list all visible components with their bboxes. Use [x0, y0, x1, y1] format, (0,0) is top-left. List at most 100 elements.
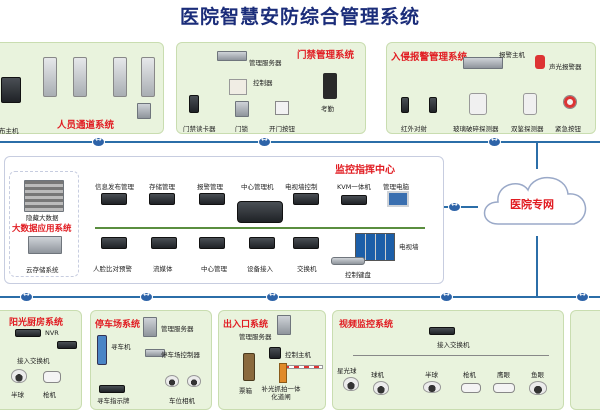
- car-finder-label: 寻车机: [111, 343, 131, 351]
- info-release-server: [101, 193, 127, 205]
- center-switch: [293, 237, 319, 249]
- access-control-panel: 门禁管理系统 管理服务器 控制器 考勤 门禁读卡器 门锁 开门按钮: [176, 42, 366, 134]
- video-surveillance-panel: 视频监控系统 接入交换机 星光球 球机 半球 枪机 鹰眼 鱼眼: [332, 310, 564, 410]
- center-top-label: 电视墙控制: [285, 183, 318, 191]
- alarm-host-icon: [463, 57, 503, 69]
- barrier-gate: [283, 365, 323, 369]
- entrance-exit-panel: 出入口系统 管理服务器 控制主机 票箱 补光抓拍一体化道闸: [218, 310, 326, 410]
- center-top-label: 报警管理: [197, 183, 223, 191]
- connector-icon: [576, 290, 589, 302]
- parking-panel: 停车场系统 管理服务器 寻车机 停车场控制器 寻车指示牌 车位相机: [90, 310, 212, 410]
- guide-sign-label: 寻车指示牌: [97, 397, 130, 405]
- connector-icon: [258, 135, 271, 147]
- gate-server-label: 管理服务器: [239, 333, 272, 341]
- controller-icon: [229, 79, 247, 95]
- personnel-channel-panel: 布主机 人员通道系统: [0, 42, 164, 135]
- intrusion-alarm-panel: 入侵报警管理系统 报警主机 声光报警器 红外对射 玻璃破碎探测器 双鉴探测器 紧…: [386, 42, 596, 134]
- ir-beam-label: 红外对射: [401, 125, 427, 133]
- exit-button-label: 开门按钮: [269, 125, 295, 133]
- attendance-icon: [323, 73, 337, 99]
- emergency-button-icon: [563, 95, 577, 109]
- dual-detector-label: 双鉴探测器: [511, 125, 544, 133]
- siren-icon: [535, 55, 545, 69]
- host-device: [1, 77, 21, 103]
- channel-controller: [137, 103, 151, 119]
- video-bus: [353, 355, 549, 356]
- ticket-box-label: 票箱: [239, 387, 252, 395]
- connector-icon: [440, 290, 453, 302]
- camera-label: 鱼眼: [531, 371, 544, 379]
- camera-label: 半球: [425, 371, 438, 379]
- center-bottom-label: 中心管理: [201, 265, 227, 273]
- ir-beam-icon-2: [429, 97, 437, 113]
- cloud-storage-label: 云存储系统: [26, 266, 59, 274]
- right-edge-panel: [570, 310, 600, 410]
- mgmt-server-icon: [217, 51, 247, 61]
- ptz-camera: [373, 381, 389, 395]
- cloud-icon: [483, 176, 587, 225]
- alarm-host-label: 报警主机: [499, 51, 525, 59]
- page-title: 医院智慧安防综合管理系统: [179, 6, 420, 28]
- cloud-storage-device: [28, 236, 62, 254]
- turnstile-gate-1: [43, 57, 57, 97]
- device-access-server: [249, 237, 275, 249]
- big-data-title: 大数据应用系统: [12, 224, 72, 234]
- camera-label: 球机: [371, 371, 384, 379]
- parking-title: 停车场系统: [95, 320, 141, 330]
- controller-label: 控制器: [253, 79, 273, 87]
- video-surveillance-title: 视频监控系统: [339, 320, 394, 330]
- center-bottom-label: 交换机: [297, 265, 317, 273]
- connector-icon: [140, 290, 153, 302]
- turnstile-gate-3: [113, 57, 127, 97]
- eagle-eye-camera: [493, 383, 515, 393]
- space-camera-label: 车位相机: [169, 397, 195, 405]
- barrier-post: [279, 363, 287, 383]
- center-to-cloud: [444, 206, 478, 208]
- hospital-network-cloud: 医院专网: [476, 166, 596, 238]
- command-center-title: 监控指挥中心: [335, 165, 395, 176]
- bottom-backbone: [0, 296, 600, 298]
- door-lock-label: 门锁: [235, 125, 248, 133]
- bullet-label: 枪机: [43, 391, 56, 399]
- face-compare-server: [101, 237, 127, 249]
- control-keyboard: [331, 257, 365, 265]
- command-center-panel: 监控指挥中心 隐藏大数据 大数据应用系统 云存储系统 信息发布管理 存储管理 报…: [4, 156, 444, 284]
- kvm-device: [341, 195, 367, 205]
- glass-break-icon: [469, 93, 487, 115]
- access-switch-label: 接入交换机: [17, 357, 50, 365]
- attendance-label: 考勤: [321, 105, 334, 113]
- center-top-label: 信息发布管理: [95, 183, 134, 191]
- personnel-channel-title: 人员通道系统: [57, 120, 115, 131]
- sunshine-kitchen-title: 阳光厨房系统: [9, 318, 64, 328]
- big-data-rack: [24, 180, 64, 212]
- barrier-label: 补光抓拍一体化道闸: [261, 385, 301, 401]
- access-switch: [57, 341, 77, 349]
- streaming-server: [151, 237, 177, 249]
- video-switch-label: 接入交换机: [437, 341, 470, 349]
- nvr-label: NVR: [45, 329, 59, 337]
- camera-label: 枪机: [463, 371, 476, 379]
- sunshine-kitchen-panel: 阳光厨房系统 NVR 接入交换机 半球 枪机: [0, 310, 82, 410]
- fisheye-camera: [529, 381, 547, 395]
- turnstile-gate-2: [73, 57, 87, 97]
- dome-camera: [423, 381, 441, 393]
- top-backbone: [0, 141, 600, 143]
- intrusion-alarm-title: 入侵报警管理系统: [391, 52, 468, 63]
- dome-camera: [11, 369, 27, 383]
- entrance-exit-title: 出入口系统: [223, 320, 269, 330]
- host-label: 布主机: [0, 127, 19, 135]
- connector-icon: [448, 200, 461, 212]
- connector-icon: [266, 290, 279, 302]
- ticket-box: [243, 353, 255, 381]
- door-lock-icon: [235, 101, 249, 117]
- big-data-label: 隐藏大数据: [26, 214, 59, 222]
- tv-wall-label: 电视墙: [399, 243, 419, 251]
- dual-detector-icon: [523, 93, 537, 115]
- bullet-camera: [43, 371, 61, 383]
- connector-icon: [20, 290, 33, 302]
- nvr-device: [15, 329, 41, 337]
- center-bottom-label: 人脸比对预警: [93, 265, 132, 273]
- bullet-camera: [461, 383, 481, 393]
- center-bottom-label: 设备接入: [247, 265, 273, 273]
- center-top-label: KVM一体机: [337, 183, 371, 191]
